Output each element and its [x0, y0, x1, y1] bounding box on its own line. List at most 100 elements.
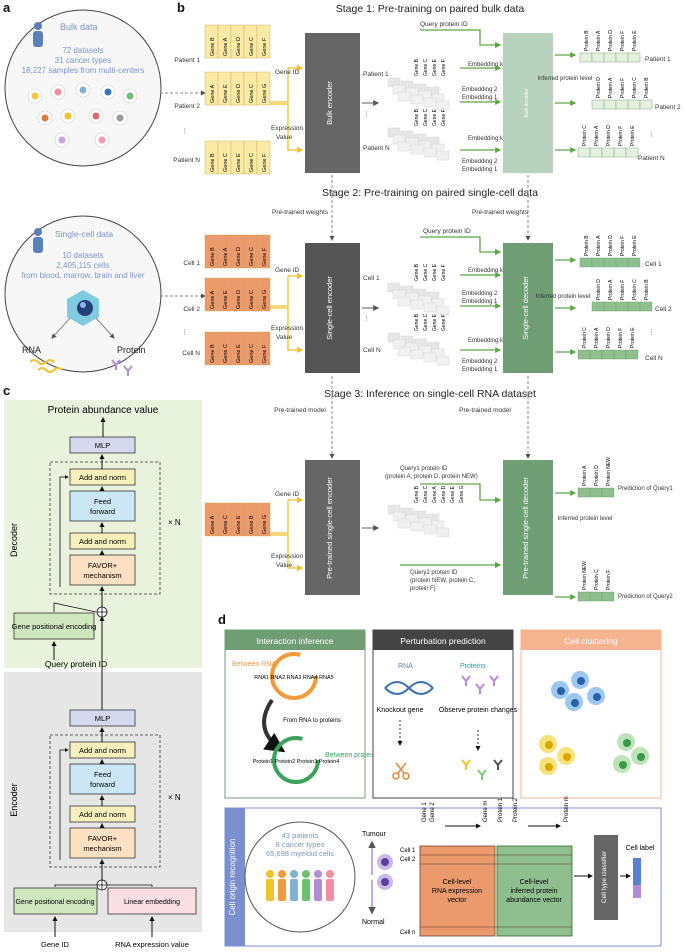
stage1-emb-top-cell: [397, 91, 411, 102]
origin-circle: [244, 821, 356, 933]
stage2-row1-gene-label: Gene D: [236, 247, 242, 266]
stage2-out1-protein-label: Protein D: [608, 235, 614, 256]
stage1-rowN-gene-label: Gene E: [236, 153, 242, 172]
person-body: [326, 879, 334, 901]
pretrained-decoder-label: Pre-trained single-cell decoder: [521, 477, 530, 579]
person-body: [290, 879, 298, 901]
protein-ring: [272, 736, 320, 784]
stage2-out1-protein-label: Protein F: [620, 236, 626, 256]
stage2-embed-2-n: Embedding 2: [462, 359, 498, 365]
protein-icons: [111, 359, 133, 376]
stage1-out1-cell: [615, 52, 629, 63]
stage2-out-cell2: Cell 2: [655, 306, 672, 313]
stage1-emb-bottom-gene-label: Gene B: [414, 108, 420, 126]
stage1-out1-protein-label: Protein B: [584, 30, 590, 51]
encoder-plus-icon: [97, 880, 107, 890]
stage3-q2-protein-label: Protein F: [606, 570, 612, 590]
person-head: [302, 870, 310, 878]
stage3-inferred-label: Inferred protein level: [558, 516, 613, 522]
cluster-cell-nucleus: [563, 753, 571, 761]
stage2-emb-ellipsis: ⋮: [363, 315, 370, 322]
stage3-expression-label: Expression: [271, 553, 304, 560]
stage1-out-patientn: Patient N: [638, 155, 665, 162]
origin-side-bar: [225, 808, 245, 946]
stage1-out1-protein-label: Protein A: [596, 30, 602, 51]
decoder-mlp-box: [69, 436, 136, 454]
classifier-label: Cell type classifier: [601, 850, 608, 903]
stage3-gene-id-label: Gene ID: [275, 491, 300, 498]
cell-to-rna-arrow: [51, 317, 71, 339]
encoder-pos-to-add: [54, 884, 97, 887]
stage3-pretrained-model-enc: Pre-trained model: [274, 407, 326, 414]
stage1-out1-cell: [627, 52, 641, 63]
origin-patients: 43 patients: [282, 831, 319, 840]
stage1-value-label: Value: [276, 134, 293, 141]
stage2-emb-bottom-cell: [436, 355, 450, 366]
gene-1-label: Gene 1: [422, 802, 428, 822]
stage1-outN-cell: [625, 147, 639, 158]
stage2-row2-gene-label: Gene G: [262, 290, 268, 309]
stage2-query-arrow: [420, 236, 502, 256]
decoder-favor-box: [69, 554, 136, 586]
stage3-emb-cell: [410, 521, 424, 532]
stage2-outN-cell: [613, 349, 627, 360]
cell-2-label: Cell 2: [400, 857, 416, 863]
stage1-row2-gene-label: Gene C: [249, 84, 255, 103]
encoder-feed-forward-label-line2: forward: [90, 780, 115, 789]
stage3-emb-gene-label: Gene G: [459, 485, 465, 503]
stage2-expression-arrow: [270, 307, 304, 354]
stage2-out1-cell: [579, 257, 593, 268]
stage1-row2-gene-label: Gene G: [262, 84, 268, 103]
gene-2-label: Gene 2: [430, 802, 436, 822]
encoder-favor-label-line1: FAVOR+: [88, 834, 118, 843]
decoder-gene-positional-label: Gene positional encoding: [12, 622, 97, 631]
stage2-emb-celln: Cell N: [363, 347, 381, 354]
stage2-embed-k-n: Embedding k: [468, 338, 504, 344]
stage2-emb-top-gene-label: Gene C: [423, 263, 429, 281]
panel-b-letter: b: [177, 0, 185, 15]
decoder-add-norm-top-label: Add and norm: [79, 473, 126, 482]
stage1-emb-bottom-gene-label: Gene C: [423, 108, 429, 126]
stage2-row2-gene-label: Gene D: [236, 290, 242, 309]
protein-change-icons: [461, 759, 503, 780]
stage1-gene-id-arrow: [270, 64, 304, 103]
stage1-out2-cell: [603, 99, 617, 110]
stage3-prediction2: Prediction of Query2: [618, 594, 673, 600]
protein-list: Protein1 Protein2 Protein3 Protein4: [253, 759, 340, 765]
stage1-out2-protein-label: Protein F: [620, 78, 626, 98]
bulk-datasets: 72 datasets: [62, 46, 103, 55]
single-cell-encoder-label: Single-cell encoder: [325, 276, 334, 340]
stage2-row2-gene-label: Gene C: [249, 290, 255, 309]
stage3-row-gene-label: Gene A: [210, 515, 216, 534]
stage2-emb-cell1: Cell 1: [363, 275, 380, 282]
person-body: [314, 879, 322, 901]
person-icon: [33, 22, 43, 47]
stage1-outN-protein-label: Protein C: [582, 125, 588, 146]
stage2-pretrained-weights-enc: Pre-trained weights: [272, 209, 329, 216]
organ-icon-fill: [92, 112, 100, 120]
stage2-row2-gene-label: Gene A: [210, 290, 216, 309]
stage3-row-cell: [256, 502, 271, 537]
stage2-out2-cell: [603, 301, 617, 312]
stage1-emb-top-cell: [436, 100, 450, 111]
stage3-query2-label: Query2 protein ID: [410, 570, 458, 576]
stage1-outN-protein-label: Protein F: [618, 126, 624, 146]
stage1-row2-gene-label: Gene A: [210, 84, 216, 103]
stage3-query1-label: Query1 protein ID: [400, 466, 448, 472]
stage3-row-gene-label: Gene C: [223, 515, 229, 534]
stage1-emb-bottom-cell: [410, 144, 424, 155]
organ-icon-fill: [31, 92, 39, 100]
stage2-out1-protein-label: Protein A: [596, 235, 602, 256]
decoder-feed-forward-label-line2: forward: [90, 507, 115, 516]
stage1-embed-k: Embedding k: [468, 62, 504, 68]
encoder-feed-forward-label-line1: Feed: [94, 770, 111, 779]
stage3-title: Stage 3: Inference on single-cell RNA da…: [324, 388, 536, 400]
cell-label-bar-top: [633, 858, 641, 898]
stage2-emb-top-gene-label: Gene F: [441, 264, 447, 281]
panel-d-letter: d: [218, 612, 226, 627]
stage1-rowN-gene-label: Gene F: [262, 153, 268, 172]
bulk-encoder-box: [305, 33, 360, 173]
stage3-emb-gene-label: Gene A: [432, 486, 438, 503]
stage2-emb-top-cell: [436, 305, 450, 316]
